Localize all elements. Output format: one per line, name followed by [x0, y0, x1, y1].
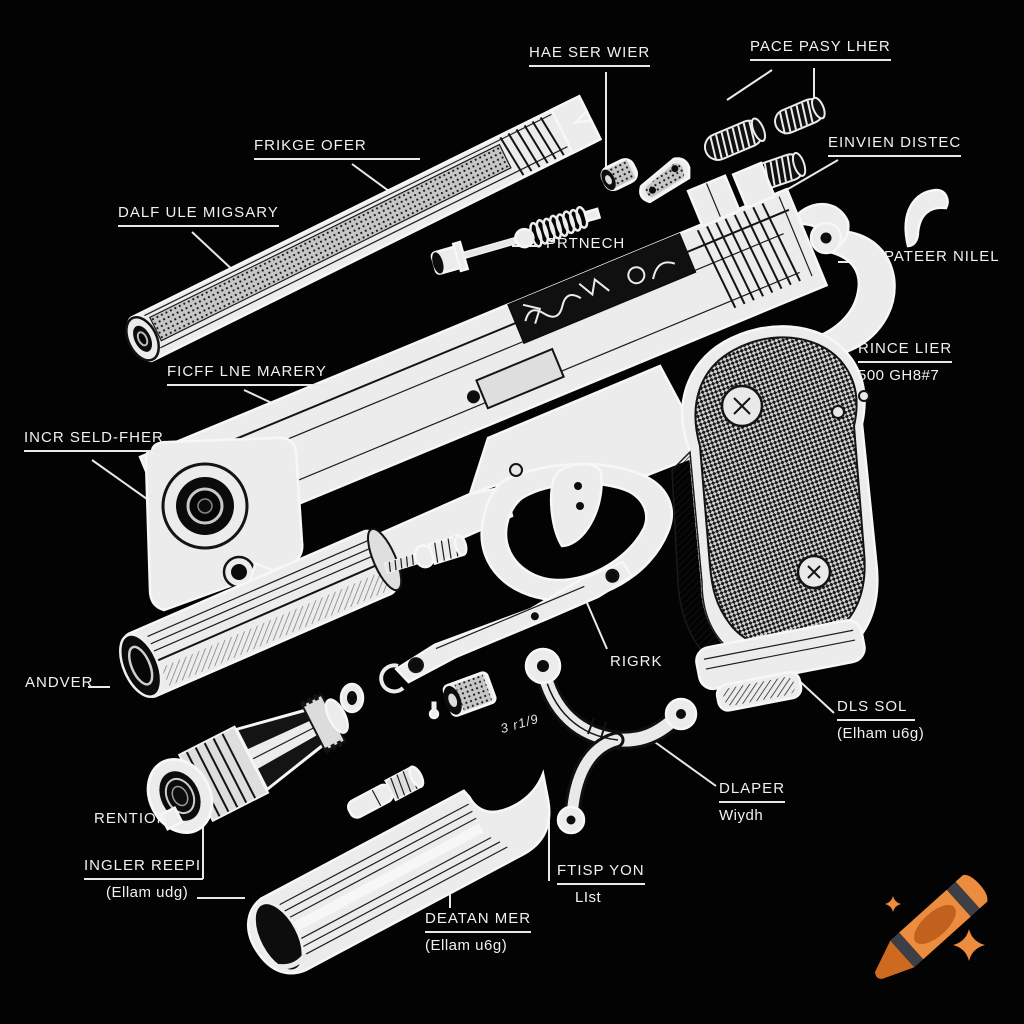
sparkle-icon — [885, 896, 901, 912]
callout-rention: RENTION — [94, 810, 169, 831]
callout-subtext: 500 GH8#7 — [858, 367, 940, 385]
coil-spring-a-drawing — [703, 117, 767, 161]
callout-subtext: Wiydh — [719, 807, 764, 825]
callout-text: FRIKGE OFER — [254, 137, 420, 161]
callout-text: FTISP YON — [557, 862, 645, 886]
crayon-icon — [875, 874, 988, 980]
callout-text: ANDVER — [25, 674, 94, 691]
callout-text: HAE SER WIER — [529, 44, 651, 68]
callout-ingler-reepi: INGLER REEPI (Ellam udg) — [84, 857, 203, 902]
grip-medallion-lower — [796, 554, 832, 590]
firing-pin-drawing — [430, 206, 602, 275]
leader-pace-diagonal — [726, 69, 773, 101]
frame-pin — [509, 463, 523, 477]
washer-drawing — [339, 682, 365, 714]
guide-screw-drawing — [383, 534, 468, 574]
callout-incr-seld-fher: INCR SELD-FHER — [24, 429, 164, 453]
callout-subtext: LIst — [575, 889, 602, 907]
trigger-bar-drawing — [394, 560, 634, 684]
callout-rigrk: RIGRK — [610, 653, 663, 674]
callout-einvien-distec: EINVIEN DISTEC — [828, 134, 962, 158]
callout-text: RENTION — [94, 810, 169, 827]
callout-rince-lier: RINCE LIER 500 GH8#7 — [858, 340, 953, 385]
callout-pateer-nilel: PATEER NILEL — [884, 248, 1000, 269]
callout-pace-pasy-lher: PACE PASY LHER — [750, 38, 891, 62]
callout-subtext: (Ellam u6g) — [425, 937, 508, 955]
slide-rear-horn — [904, 188, 949, 248]
knurled-pin-small-drawing — [600, 158, 639, 192]
knurled-cylinder-drawing — [442, 671, 497, 717]
callout-frikge-ofer: FRIKGE OFER — [254, 137, 420, 161]
callout-text: RIGRK — [610, 653, 663, 670]
link-lever-drawing — [639, 157, 691, 204]
tiny-pin-drawing — [428, 701, 440, 720]
callout-andver: ANDVER — [25, 674, 94, 695]
callout-text: DLAPER — [719, 780, 786, 804]
compensator-drawing — [146, 692, 349, 834]
callout-text: PACE PASY LHER — [750, 38, 891, 62]
grip-medallion-upper — [720, 384, 764, 428]
callout-text: RINCE LIER — [858, 340, 953, 364]
callout-deatan-mer: DEATAN MER (Ellam u6g) — [425, 910, 532, 955]
leader-rigrk — [583, 595, 608, 650]
hammer-drawing — [796, 202, 850, 255]
callout-subtext: (Elham u6g) — [837, 725, 925, 743]
callout-dls-sol: DLS SOL (Elham u6g) — [837, 698, 924, 743]
bottom-channel-drawing — [247, 769, 551, 975]
callout-text: INGLER REEPI — [84, 857, 203, 881]
callout-text: DALF ULE MIGSARY — [118, 204, 279, 228]
callout-text: FICFF LNE MARERY — [167, 363, 327, 387]
callout-text: PRTNECH — [546, 235, 626, 252]
barrel-drawing — [119, 527, 403, 698]
magazine-baseplate — [695, 619, 866, 712]
tube-serrations — [499, 116, 565, 176]
recoil-tube-drawing — [125, 94, 603, 363]
callout-text: DLS SOL — [837, 698, 915, 722]
callout-ficff-lne-marery: FICFF LNE MARERY — [167, 363, 327, 387]
callout-text: EINVIEN DISTEC — [828, 134, 962, 158]
leader-incr — [91, 459, 155, 505]
callout-subtext: (Ellam udg) — [106, 884, 189, 902]
grip-checker-panel — [694, 336, 866, 650]
slide-drawing — [138, 161, 829, 555]
clip-ring-drawing — [379, 663, 405, 694]
frame-pin — [831, 405, 845, 419]
coil-spring-b-drawing — [774, 96, 826, 135]
callout-dlaper: DLAPER Wiydh — [719, 780, 786, 825]
sparkle-icon — [953, 929, 985, 961]
slide-stop-block — [475, 347, 565, 410]
firing-pin-spring — [529, 206, 589, 248]
slide-internals-squiggles — [522, 261, 676, 324]
callout-ftisp-yon: FTISP YON LIst — [557, 862, 645, 907]
frame-pin — [858, 390, 870, 402]
callout-text: DEATAN MER — [425, 910, 532, 934]
leader-lines — [88, 68, 878, 908]
slide-serrations — [696, 203, 801, 309]
leader-dlaper — [651, 739, 717, 787]
callout-text: INCR SELD-FHER — [24, 429, 164, 453]
callout-dalf-ule-migsary: DALF ULE MIGSARY — [118, 204, 279, 228]
rear-sight-block — [731, 161, 777, 210]
sear-yoke-drawing — [524, 647, 698, 835]
callout-hae-ser-wier: HAE SER WIER — [529, 44, 651, 68]
callout-text: PATEER NILEL — [884, 248, 1000, 265]
threaded-stud-drawing — [346, 765, 425, 819]
callout-prtnech: PRTNECH — [546, 235, 625, 256]
